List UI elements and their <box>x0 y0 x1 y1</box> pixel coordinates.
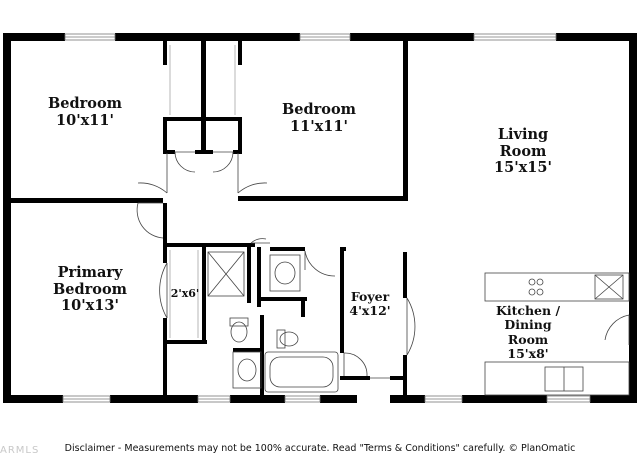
room-dimensions: 11'x11' <box>290 117 348 135</box>
room-primary-bedroom: Primary Bedroom 10'x13' <box>35 264 145 315</box>
room-name-line-2: Dining <box>504 317 552 333</box>
closet-shelves <box>169 45 236 338</box>
room-closet: 2'x6' <box>167 287 203 301</box>
room-dimensions: 2'x6' <box>170 287 200 300</box>
watermark: ARMLS <box>0 445 40 456</box>
room-name-line-1: Kitchen / <box>495 303 561 318</box>
interior-walls <box>3 41 408 400</box>
room-dimensions: 15'x15' <box>494 159 552 177</box>
windows <box>62 33 591 403</box>
room-living-room: Living Room 15'x15' <box>468 126 578 177</box>
room-foyer: Foyer 4'x12' <box>340 289 400 319</box>
room-name-line-2: Room <box>499 142 547 160</box>
room-name-line-1: Primary <box>57 264 123 281</box>
room-name: Foyer <box>350 289 390 304</box>
room-name: Bedroom <box>282 101 356 118</box>
doors <box>136 151 630 379</box>
room-name-line-3: Room <box>507 331 549 347</box>
room-dimensions: 4'x12' <box>349 303 391 319</box>
room-name-line-1: Living <box>497 126 549 143</box>
room-kitchen-dining: Kitchen / Dining Room 15'x8' <box>478 303 578 362</box>
room-name: Bedroom <box>48 95 122 112</box>
room-bedroom-1: Bedroom 10'x11' <box>30 95 140 129</box>
bathroom-fixtures <box>207 251 339 393</box>
disclaimer-text: Disclaimer - Measurements may not be 100… <box>64 443 576 454</box>
exterior-walls <box>3 33 637 403</box>
room-dimensions: 10'x13' <box>61 297 119 315</box>
room-dimensions: 15'x8' <box>507 346 549 362</box>
room-bedroom-2: Bedroom 11'x11' <box>264 101 374 135</box>
kitchen-fixtures <box>484 272 630 396</box>
room-name-line-2: Bedroom <box>53 280 127 298</box>
room-dimensions: 10'x11' <box>56 111 114 129</box>
